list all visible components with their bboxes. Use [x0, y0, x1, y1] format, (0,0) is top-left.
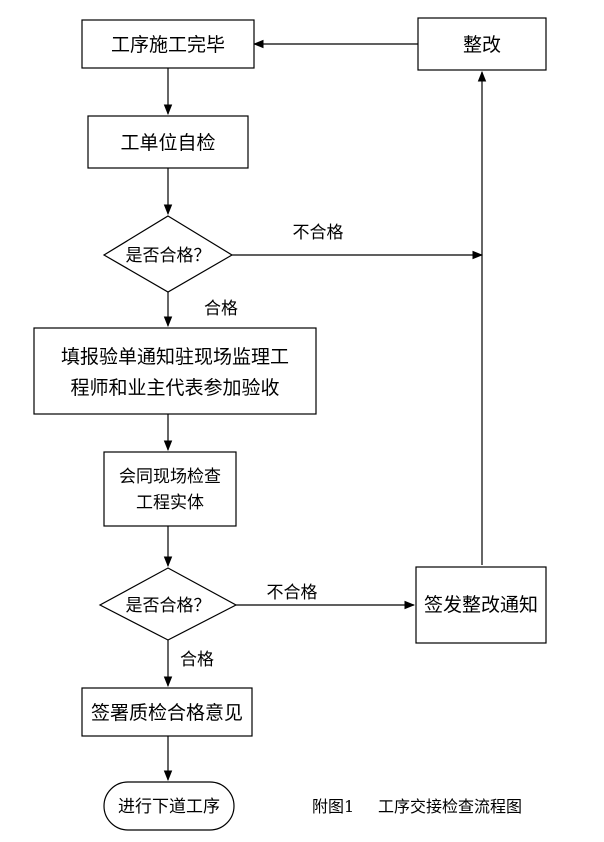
- node-report-line2: 程师和业主代表参加验收: [70, 377, 279, 399]
- edge-label-fail-2: 不合格: [267, 583, 318, 603]
- node-rectify-label: 整改: [463, 34, 501, 56]
- node-issue-notice: 签发整改通知: [415, 566, 547, 644]
- caption-title: 工序交接检查流程图: [378, 797, 522, 816]
- connectors: [163, 39, 487, 782]
- node-joint-line2: 工程实体: [136, 493, 204, 513]
- node-process-done: 工序施工完毕: [81, 19, 255, 69]
- node-joint-inspection: 会同现场检查 工程实体: [103, 451, 237, 527]
- node-issue-notice-label: 签发整改通知: [424, 594, 538, 616]
- node-sign-label: 签署质检合格意见: [91, 702, 243, 724]
- decision-check-1: 是否合格？: [102, 215, 234, 293]
- node-process-done-label: 工序施工完毕: [111, 34, 225, 56]
- edge-label-pass-2: 合格: [180, 650, 214, 670]
- node-rectify: 整改: [417, 17, 547, 71]
- caption-prefix: 附图1: [312, 797, 354, 816]
- decision-check-1-label: 是否合格？: [126, 246, 211, 266]
- node-self-check: 工单位自检: [87, 115, 249, 169]
- terminal-next: 进行下道工序: [103, 781, 235, 831]
- edge-label-pass-1: 合格: [204, 299, 238, 319]
- node-report: 填报验单通知驻现场监理工 程师和业主代表参加验收: [33, 327, 317, 415]
- terminal-next-label: 进行下道工序: [118, 797, 220, 817]
- decision-check-2: 是否合格？: [98, 567, 238, 641]
- node-sign: 签署质检合格意见: [81, 687, 253, 737]
- edge-label-fail-1: 不合格: [293, 223, 344, 243]
- node-report-line1: 填报验单通知驻现场监理工: [61, 346, 289, 368]
- decision-check-2-label: 是否合格？: [126, 596, 211, 616]
- node-joint-line1: 会同现场检查: [119, 467, 221, 487]
- node-self-check-label: 工单位自检: [120, 132, 215, 154]
